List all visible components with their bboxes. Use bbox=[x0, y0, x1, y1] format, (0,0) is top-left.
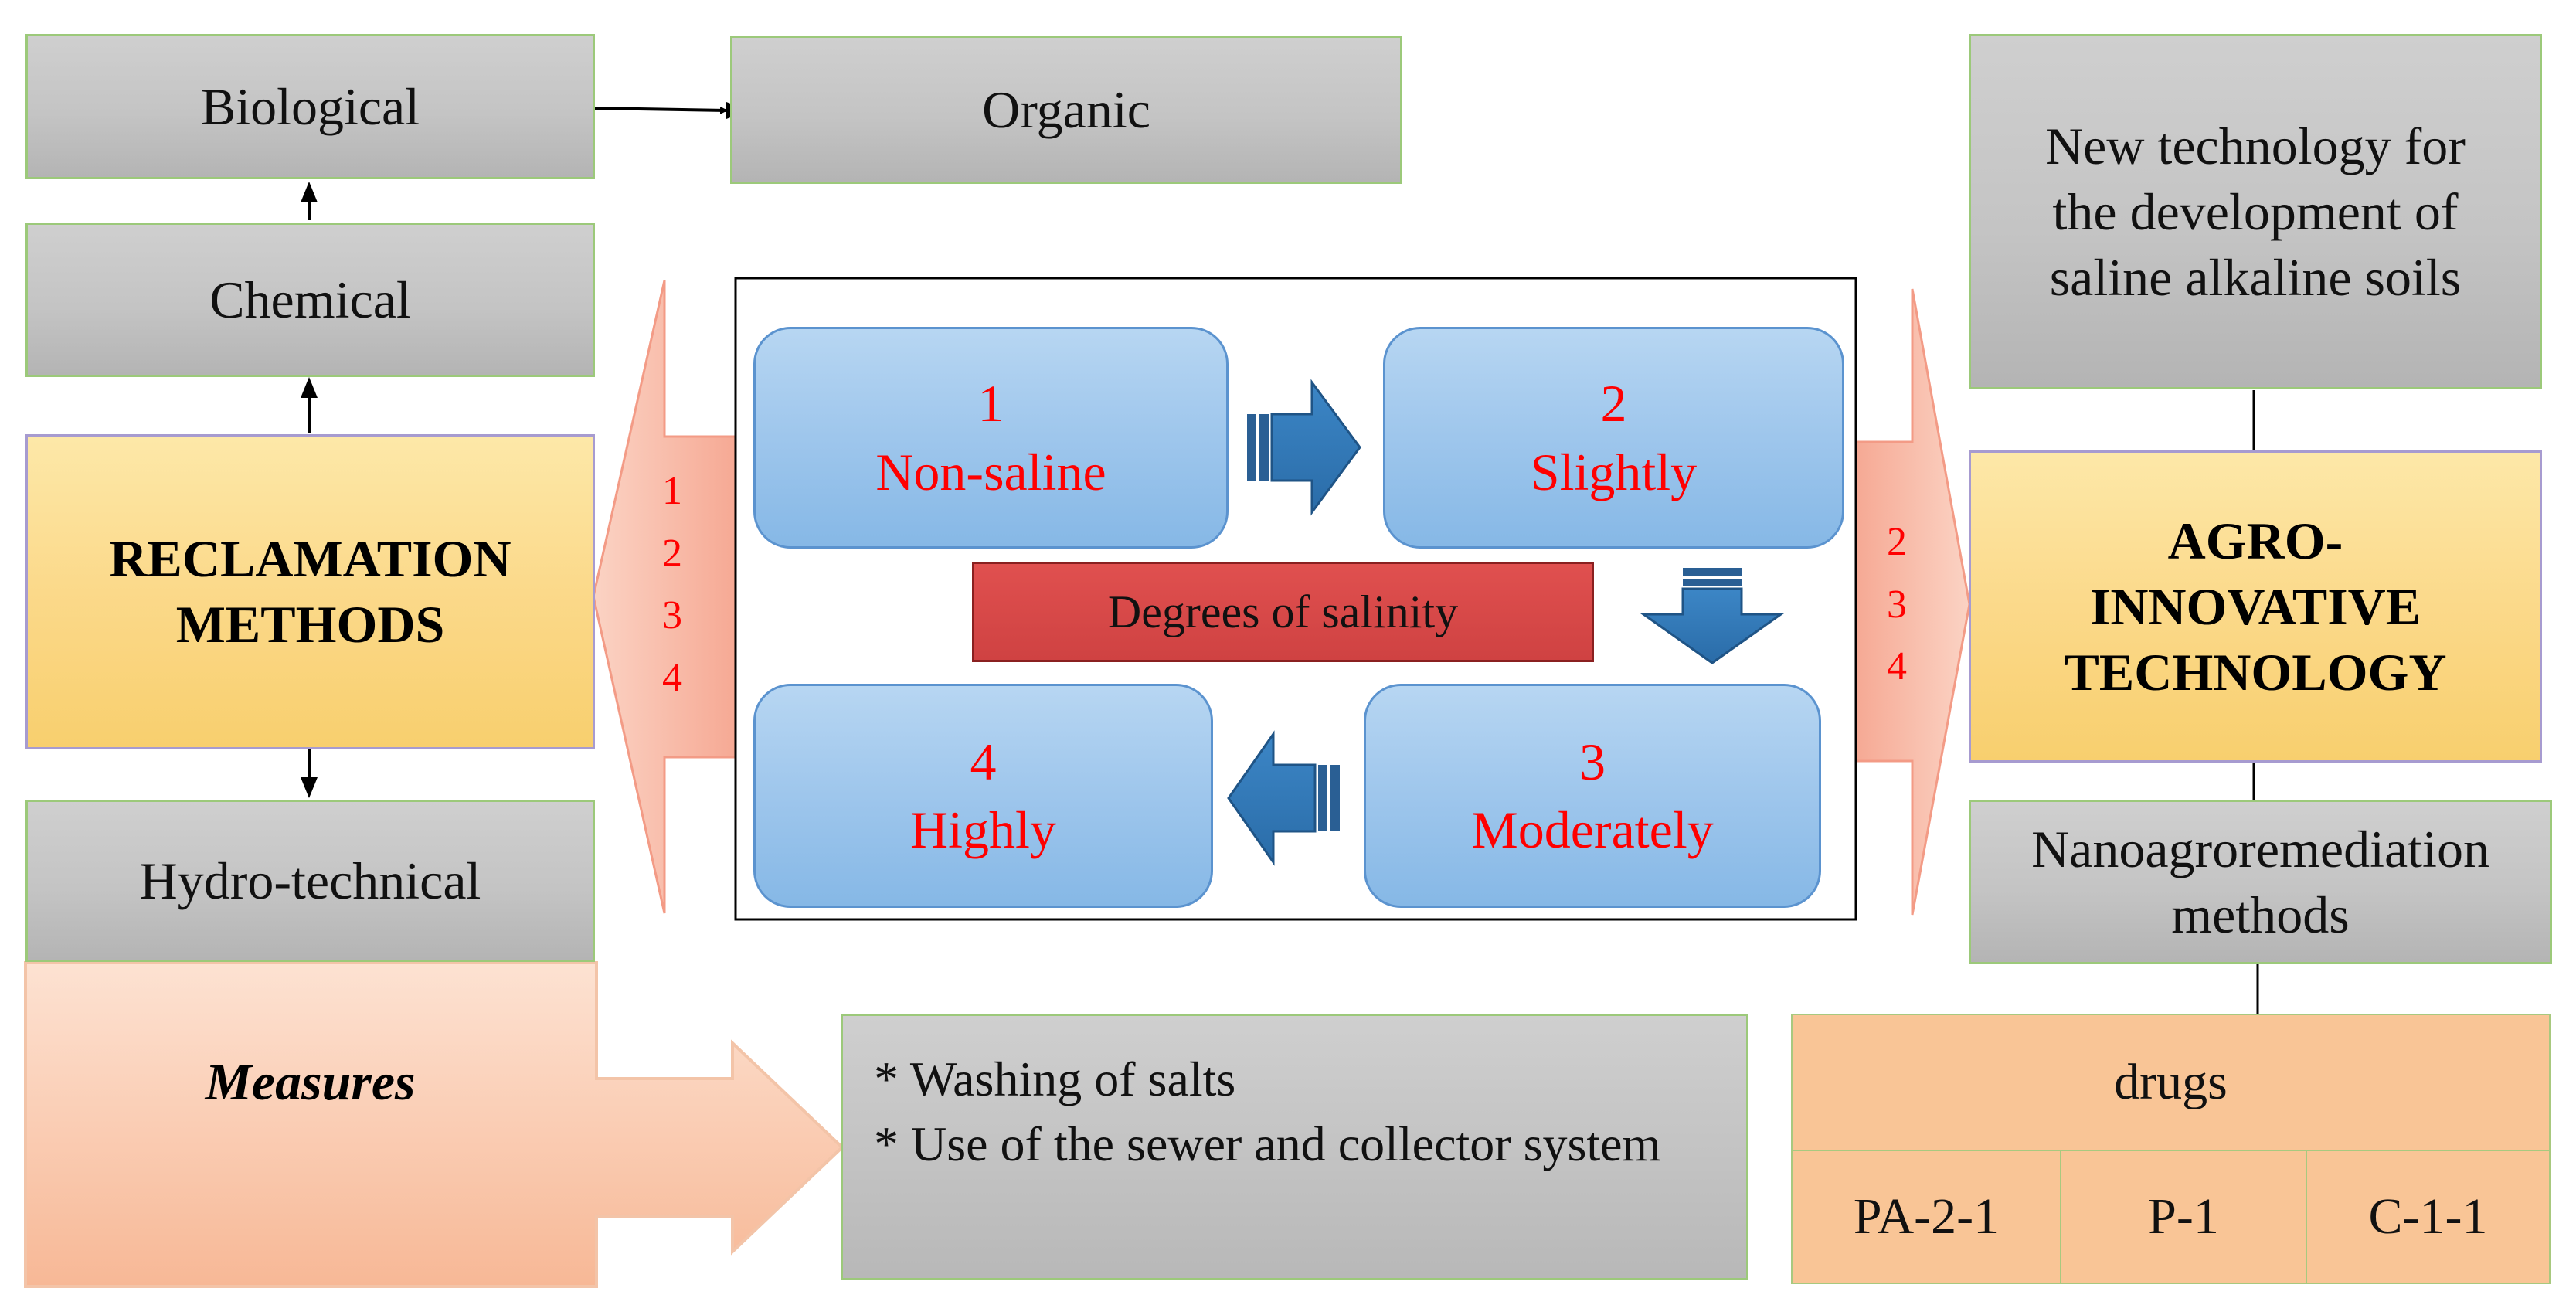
salinity-box-4: 4 Highly bbox=[753, 684, 1213, 908]
biological-label: Biological bbox=[200, 76, 420, 136]
drug-cell: C-1-1 bbox=[2306, 1150, 2551, 1284]
hydro-technical-label: Hydro-technical bbox=[139, 851, 481, 910]
salinity-number: 2 bbox=[1600, 374, 1627, 433]
drug-name: C-1-1 bbox=[2368, 1188, 2488, 1245]
agro-innovative-title: AGRO-INNOVATIVE TECHNOLOGY bbox=[2064, 511, 2447, 702]
right-arrow-numbers: 2 3 4 bbox=[1887, 520, 1907, 689]
salinity-box-2: 2 Slightly bbox=[1383, 327, 1844, 549]
measures-arrow bbox=[24, 961, 845, 1288]
salinity-label: Slightly bbox=[1530, 442, 1698, 501]
agro-innovative-box: AGRO-INNOVATIVE TECHNOLOGY bbox=[1969, 450, 2542, 763]
degrees-of-salinity-label: Degrees of salinity bbox=[972, 562, 1594, 662]
salinity-label: Highly bbox=[910, 800, 1056, 859]
salinity-number: 3 bbox=[1579, 732, 1606, 791]
blue-arrow-left bbox=[1227, 730, 1340, 866]
drug-name: P-1 bbox=[2148, 1188, 2219, 1245]
salinity-box-1: 1 Non-saline bbox=[753, 327, 1229, 549]
measures-label: Measures bbox=[205, 1052, 416, 1111]
new-technology-box: New technology for the development of sa… bbox=[1969, 34, 2542, 389]
blue-arrow-right bbox=[1247, 379, 1361, 516]
new-technology-label: New technology for the development of sa… bbox=[2045, 116, 2466, 307]
measures-item-2: * Use of the sewer and collector system bbox=[874, 1116, 1661, 1172]
salinity-number: 1 bbox=[977, 374, 1004, 433]
blue-arrow-down bbox=[1640, 568, 1785, 664]
salinity-label: Non-saline bbox=[875, 442, 1106, 501]
hydro-technical-box: Hydro-technical bbox=[25, 800, 595, 962]
drug-name: PA-2-1 bbox=[1853, 1188, 2000, 1245]
big-arrow-right bbox=[1854, 288, 1971, 916]
left-arrow-numbers: 1 2 3 4 bbox=[662, 469, 682, 700]
measures-list-box: * Washing of salts * Use of the sewer an… bbox=[841, 1014, 1748, 1280]
drugs-header: drugs bbox=[1791, 1014, 2551, 1151]
biological-box: Biological bbox=[25, 34, 595, 179]
salinity-box-3: 3 Moderately bbox=[1364, 684, 1821, 908]
nanoagroremediation-box: Nanoagroremediation methods bbox=[1969, 800, 2552, 964]
chemical-label: Chemical bbox=[209, 270, 411, 329]
reclamation-title: RECLAMATION METHODS bbox=[109, 529, 511, 654]
organic-box: Organic bbox=[730, 36, 1402, 184]
chemical-box: Chemical bbox=[25, 223, 595, 377]
drugs-header-label: drugs bbox=[2114, 1054, 2228, 1110]
organic-label: Organic bbox=[982, 80, 1150, 139]
measures-item-1: * Washing of salts bbox=[874, 1052, 1236, 1106]
reclamation-methods-box: RECLAMATION METHODS bbox=[25, 434, 595, 749]
arrow-biological-to-organic bbox=[594, 106, 728, 114]
drug-cell: PA-2-1 bbox=[1791, 1150, 2061, 1284]
nanoagroremediation-label: Nanoagroremediation methods bbox=[2031, 819, 2489, 944]
salinity-number: 4 bbox=[970, 732, 997, 791]
drugs-table: drugs PA-2-1 P-1 C-1-1 bbox=[1791, 1014, 2551, 1284]
salinity-label: Moderately bbox=[1471, 800, 1714, 859]
big-arrow-left bbox=[592, 280, 737, 914]
drug-cell: P-1 bbox=[2060, 1150, 2307, 1284]
